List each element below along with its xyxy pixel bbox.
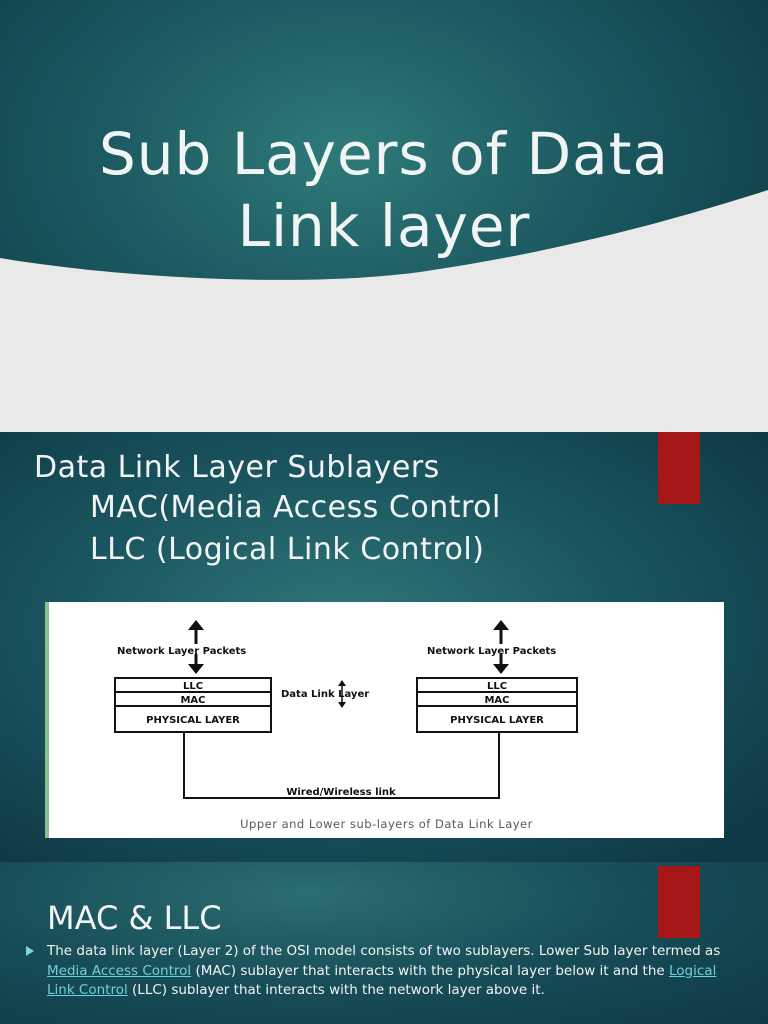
diagram-caption: Upper and Lower sub-layers of Data Link … <box>240 817 533 831</box>
mac-llc-slide: MAC & LLC The data link layer (Layer 2) … <box>0 862 768 1024</box>
body-part-1: The data link layer (Layer 2) of the OSI… <box>47 943 721 959</box>
right-top-label: Network Layer Packets <box>427 646 556 657</box>
left-llc-label: LLC <box>183 681 203 692</box>
left-mac-label: MAC <box>180 695 205 706</box>
left-arrows <box>188 620 204 674</box>
right-stack <box>416 677 578 733</box>
media-access-control-link[interactable]: Media Access Control <box>47 962 192 979</box>
title-slide: Sub Layers of Data Link layer <box>0 0 768 432</box>
sublayers-slide: Data Link Layer Sublayers MAC(Media Acce… <box>0 432 768 862</box>
logical-link-control-link[interactable]: Logical Link Control <box>47 962 717 999</box>
right-physical-label: PHYSICAL LAYER <box>450 715 544 726</box>
body-part-2: (MAC) sublayer that interacts with the p… <box>191 962 670 979</box>
mac-llc-heading: MAC & LLC <box>47 899 222 937</box>
wave-shape <box>0 190 768 432</box>
bullet-arrow-icon <box>26 946 34 956</box>
right-arrows <box>493 620 509 674</box>
left-top-label: Network Layer Packets <box>117 646 246 657</box>
link-line <box>183 732 500 799</box>
right-llc-label: LLC <box>487 681 507 692</box>
slide-title: Sub Layers of Data Link layer <box>40 118 728 262</box>
title-line-1: Sub Layers of Data <box>98 120 670 188</box>
sublayer-diagram: Network Layer Packets LLC MAC PHYSICAL L… <box>45 602 724 838</box>
link-label: Wired/Wireless link <box>286 787 396 798</box>
left-stack <box>114 677 272 733</box>
middle-label: Data Link Layer <box>281 689 369 700</box>
llc-item: LLC (Logical Link Control) <box>90 532 485 567</box>
mac-item: MAC(Media Access Control <box>90 490 501 525</box>
accent-bar <box>658 866 700 938</box>
mac-llc-paragraph: The data link layer (Layer 2) of the OSI… <box>47 942 737 1001</box>
diagram-svg: Network Layer Packets LLC MAC PHYSICAL L… <box>114 620 578 799</box>
accent-bar <box>658 432 700 504</box>
middle-arrow <box>338 680 346 708</box>
body-part-3: (LLC) sublayer that interacts with the n… <box>127 982 545 998</box>
right-mac-label: MAC <box>484 695 509 706</box>
left-physical-label: PHYSICAL LAYER <box>146 715 240 726</box>
title-line-2: Link layer <box>237 192 531 260</box>
sublayers-heading: Data Link Layer Sublayers <box>34 450 440 485</box>
